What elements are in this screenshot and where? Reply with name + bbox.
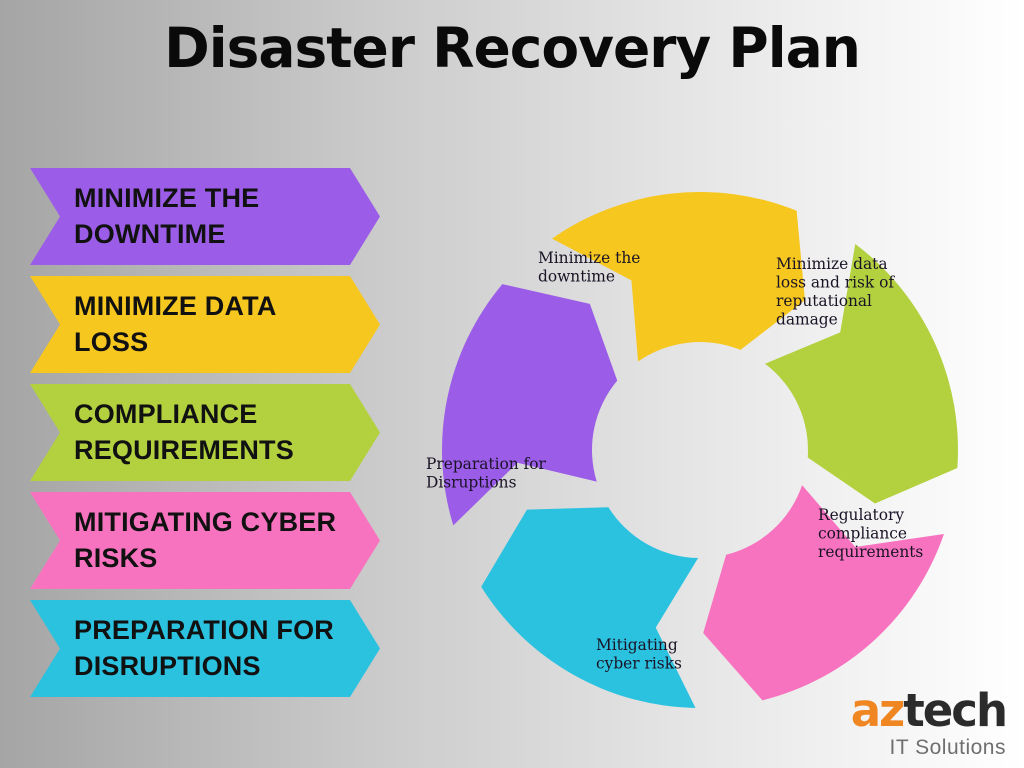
logo-wordmark: aztech [851,688,1008,733]
donut-segment[interactable] [764,243,958,504]
key-point-label: PREPARATION FOR DISRUPTIONS [74,614,335,681]
logo-tech-text: tech [903,684,1008,737]
key-points-list: MINIMIZE THE DOWNTIME MINIMIZE DATA LOSS C… [30,168,380,708]
donut-segment[interactable] [442,284,618,526]
donut-segment-group [442,192,958,708]
key-point-label: MINIMIZE THE DOWNTIME [74,182,260,249]
key-point-banner[interactable]: MINIMIZE THE DOWNTIME [30,168,380,265]
key-point-banner[interactable]: MITIGATING CYBER RISKS [30,492,380,589]
donut-segment[interactable] [481,507,699,708]
page-title: Disaster Recovery Plan [164,16,861,80]
donut-segment[interactable] [552,192,805,362]
donut-segment[interactable] [703,485,944,701]
aztech-logo: aztech IT Solutions [851,688,1008,759]
key-point-banner[interactable]: MINIMIZE DATA LOSS [30,276,380,373]
key-point-label: COMPLIANCE REQUIREMENTS [74,398,294,465]
logo-tagline: IT Solutions [889,736,1006,759]
key-point-label: MINIMIZE DATA LOSS [74,290,276,357]
key-point-label: MITIGATING CYBER RISKS [74,506,337,573]
key-point-banner[interactable]: COMPLIANCE REQUIREMENTS [30,384,380,481]
key-point-banner[interactable]: PREPARATION FOR DISRUPTIONS [30,600,380,697]
logo-az-text: az [850,684,906,737]
